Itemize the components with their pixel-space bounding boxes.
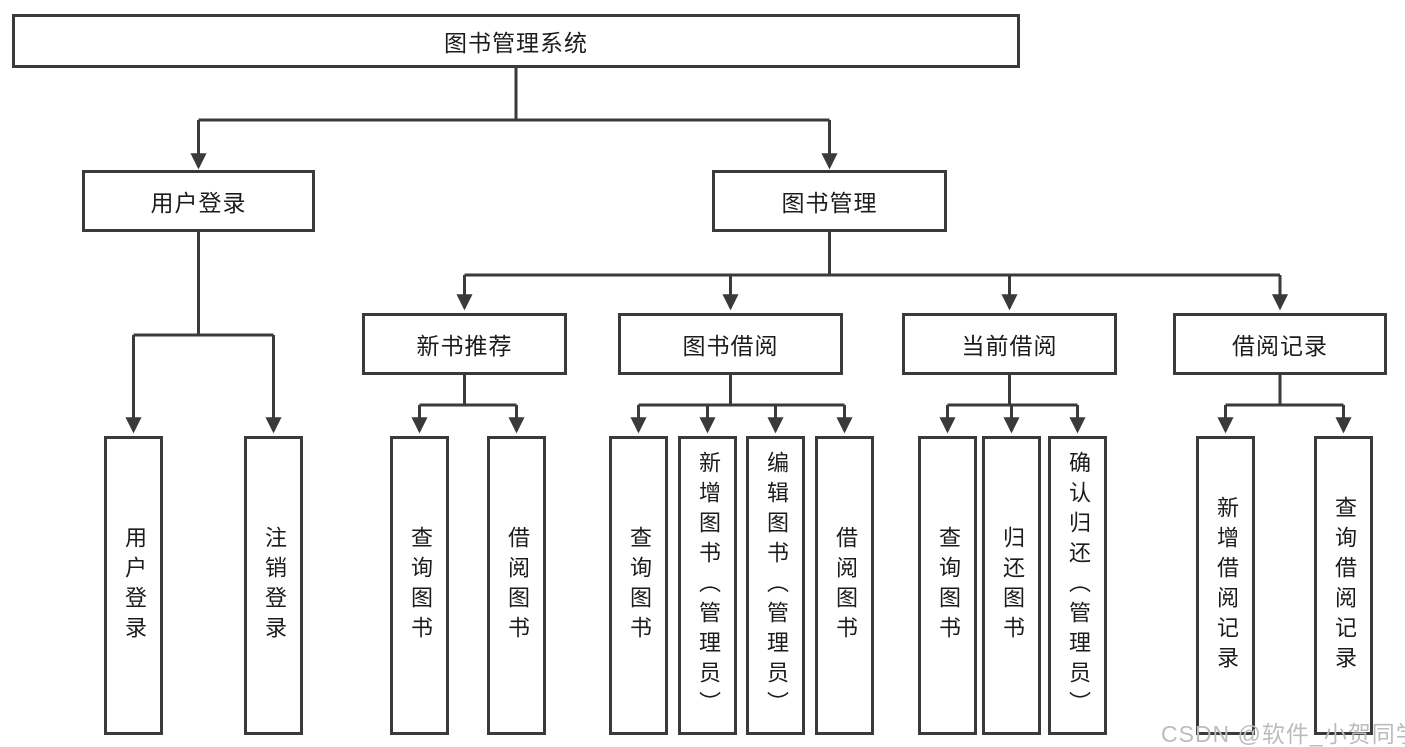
leaf-logout: 注销登录 [244, 436, 303, 735]
leaf-query-books-borrow: 查询图书 [609, 436, 668, 735]
leaf-query-books-current: 查询图书 [918, 436, 977, 735]
leaf-borrow-books-recommend: 借阅图书 [487, 436, 546, 735]
node-book-management-module: 图书管理 [712, 170, 947, 232]
leaf-add-book-admin: 新增图书（管理员） [678, 436, 737, 735]
node-user-login-module: 用户登录 [82, 170, 315, 232]
leaf-return-book: 归还图书 [982, 436, 1041, 735]
node-new-book-recommend: 新书推荐 [362, 313, 567, 375]
leaf-edit-book-admin: 编辑图书（管理员） [746, 436, 805, 735]
leaf-confirm-return-admin: 确认归还（管理员） [1048, 436, 1107, 735]
node-book-borrowing: 图书借阅 [618, 313, 843, 375]
leaf-borrow-books: 借阅图书 [815, 436, 874, 735]
node-current-borrowing: 当前借阅 [902, 313, 1117, 375]
leaf-user-login: 用户登录 [104, 436, 163, 735]
node-root-system: 图书管理系统 [12, 14, 1020, 68]
leaf-query-borrow-record: 查询借阅记录 [1314, 436, 1373, 735]
leaf-add-borrow-record: 新增借阅记录 [1196, 436, 1255, 735]
node-borrowing-records: 借阅记录 [1173, 313, 1387, 375]
leaf-query-books-recommend: 查询图书 [390, 436, 449, 735]
csdn-watermark: CSDN @软件_小贺同学 [1161, 721, 1405, 747]
connector-trunks [133, 68, 1344, 407]
